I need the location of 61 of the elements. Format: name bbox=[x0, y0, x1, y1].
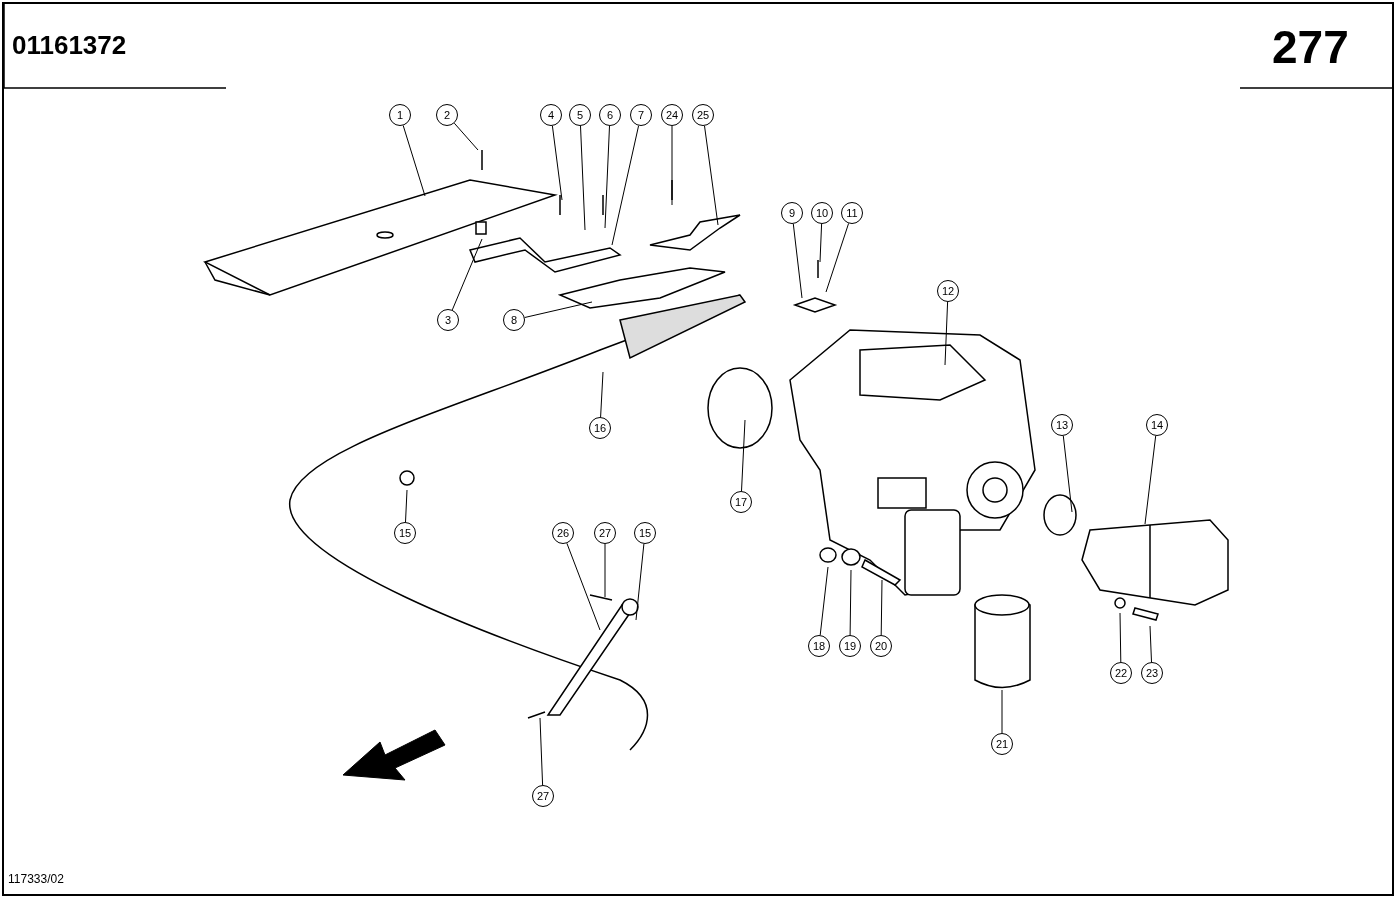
callout-number: 7 bbox=[630, 104, 652, 126]
leader-line bbox=[849, 569, 852, 636]
callout-number: 27 bbox=[532, 785, 554, 807]
leader-line bbox=[880, 579, 883, 636]
callout-number: 14 bbox=[1146, 414, 1168, 436]
callout-number: 12 bbox=[937, 280, 959, 302]
leader-line bbox=[1144, 435, 1157, 525]
leader-line bbox=[604, 125, 610, 229]
reference-number: 117333/02 bbox=[8, 872, 64, 886]
leader-line bbox=[611, 125, 640, 246]
leader-line bbox=[825, 222, 850, 293]
leader-line bbox=[524, 301, 593, 318]
leader-line bbox=[604, 543, 606, 598]
leader-line bbox=[580, 125, 586, 231]
callout-number: 8 bbox=[503, 309, 525, 331]
callout-number: 10 bbox=[811, 202, 833, 224]
callout-number: 17 bbox=[730, 491, 752, 513]
leader-line bbox=[1149, 625, 1152, 663]
page-number: 277 bbox=[1272, 20, 1349, 74]
leader-line bbox=[551, 125, 563, 201]
leader-line bbox=[944, 301, 949, 366]
callout-number: 3 bbox=[437, 309, 459, 331]
callout-number: 5 bbox=[569, 104, 591, 126]
leader-line bbox=[1062, 435, 1073, 513]
leader-line bbox=[566, 542, 601, 631]
leader-line bbox=[704, 125, 719, 226]
callout-number: 2 bbox=[436, 104, 458, 126]
leader-line bbox=[539, 717, 544, 786]
leader-line bbox=[741, 419, 746, 492]
callout-number: 25 bbox=[692, 104, 714, 126]
leader-line bbox=[671, 125, 673, 206]
callout-number: 18 bbox=[808, 635, 830, 657]
callout-number: 19 bbox=[839, 635, 861, 657]
leader-line bbox=[1119, 612, 1122, 663]
leader-line bbox=[600, 371, 604, 418]
leader-line bbox=[792, 223, 803, 299]
leader-line bbox=[1001, 689, 1003, 734]
callout-number: 6 bbox=[599, 104, 621, 126]
leader-line bbox=[453, 122, 479, 151]
callout-number: 23 bbox=[1141, 662, 1163, 684]
callout-number: 16 bbox=[589, 417, 611, 439]
leader-line bbox=[819, 566, 829, 636]
callout-number: 13 bbox=[1051, 414, 1073, 436]
callout-number: 11 bbox=[841, 202, 863, 224]
callout-number: 27 bbox=[594, 522, 616, 544]
leader-line bbox=[635, 543, 645, 621]
callout-number: 26 bbox=[552, 522, 574, 544]
callout-number: 15 bbox=[634, 522, 656, 544]
drawing-number: 01161372 bbox=[12, 30, 127, 61]
callout-number: 24 bbox=[661, 104, 683, 126]
leader-line bbox=[451, 238, 483, 311]
callout-number: 21 bbox=[991, 733, 1013, 755]
callout-number: 15 bbox=[394, 522, 416, 544]
callout-number: 4 bbox=[540, 104, 562, 126]
leader-line bbox=[819, 223, 823, 263]
callout-number: 22 bbox=[1110, 662, 1132, 684]
callout-number: 9 bbox=[781, 202, 803, 224]
callout-number: 20 bbox=[870, 635, 892, 657]
leader-line bbox=[405, 489, 408, 523]
callout-number: 1 bbox=[389, 104, 411, 126]
leader-line bbox=[402, 125, 426, 197]
